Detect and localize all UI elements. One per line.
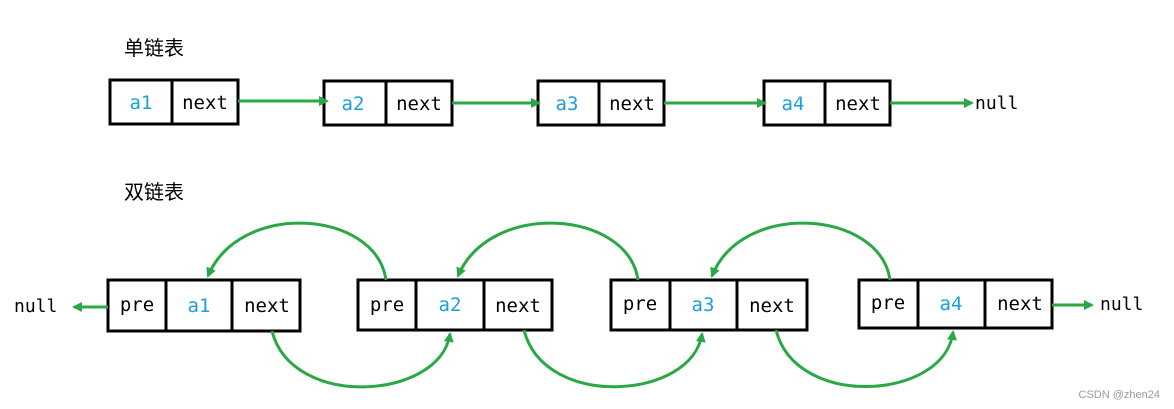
single-node-2: a2 next [322, 79, 454, 127]
single-node-1-value: a1 [130, 92, 153, 114]
prev-link-4-to-3 [710, 221, 892, 281]
single-node-4-value: a4 [782, 93, 805, 115]
next-link-3-to-4 [774, 329, 958, 388]
single-node-1-next: next [182, 92, 228, 114]
single-null-label: null [975, 93, 1018, 114]
double-node-2-next: next [495, 295, 541, 317]
double-node-2-value: a2 [439, 294, 462, 316]
single-list-heading: 单链表 [124, 36, 184, 60]
single-node-2-next: next [396, 93, 442, 115]
single-node-4-next: next [835, 93, 881, 115]
double-node-3-next: next [749, 295, 795, 317]
double-node-1-value: a1 [188, 295, 211, 317]
single-node-3-value: a3 [556, 93, 579, 115]
double-node-2: pre a2 next [356, 278, 554, 332]
double-list-heading: 双链表 [124, 180, 184, 204]
double-node-4: pre a4 next [857, 278, 1054, 330]
double-node-1: pre a1 next [106, 278, 302, 333]
watermark: CSDN @zhen24 [1078, 389, 1160, 401]
double-node-4-next: next [997, 293, 1043, 315]
single-node-3-next: next [609, 93, 655, 115]
single-node-3: a3 next [536, 79, 666, 127]
next-link-2-to-3 [522, 329, 706, 389]
double-node-3-pre: pre [623, 293, 657, 315]
prev-link-2-to-1 [206, 221, 388, 281]
double-left-null-label: null [14, 296, 57, 317]
double-right-null-label: null [1100, 294, 1143, 315]
double-node-3-value: a3 [692, 294, 715, 316]
next-link-1-to-2 [270, 330, 454, 389]
double-node-4-value: a4 [940, 293, 963, 315]
double-node-4-pre: pre [871, 292, 905, 314]
single-node-1: a1 next [108, 78, 240, 126]
double-node-3: pre a3 next [609, 278, 809, 332]
double-node-2-pre: pre [370, 294, 404, 316]
single-node-4: a4 next [762, 79, 892, 127]
double-node-1-pre: pre [120, 294, 154, 316]
double-node-1-next: next [244, 295, 290, 317]
prev-link-3-to-2 [456, 221, 640, 281]
single-node-2-value: a2 [342, 93, 365, 115]
